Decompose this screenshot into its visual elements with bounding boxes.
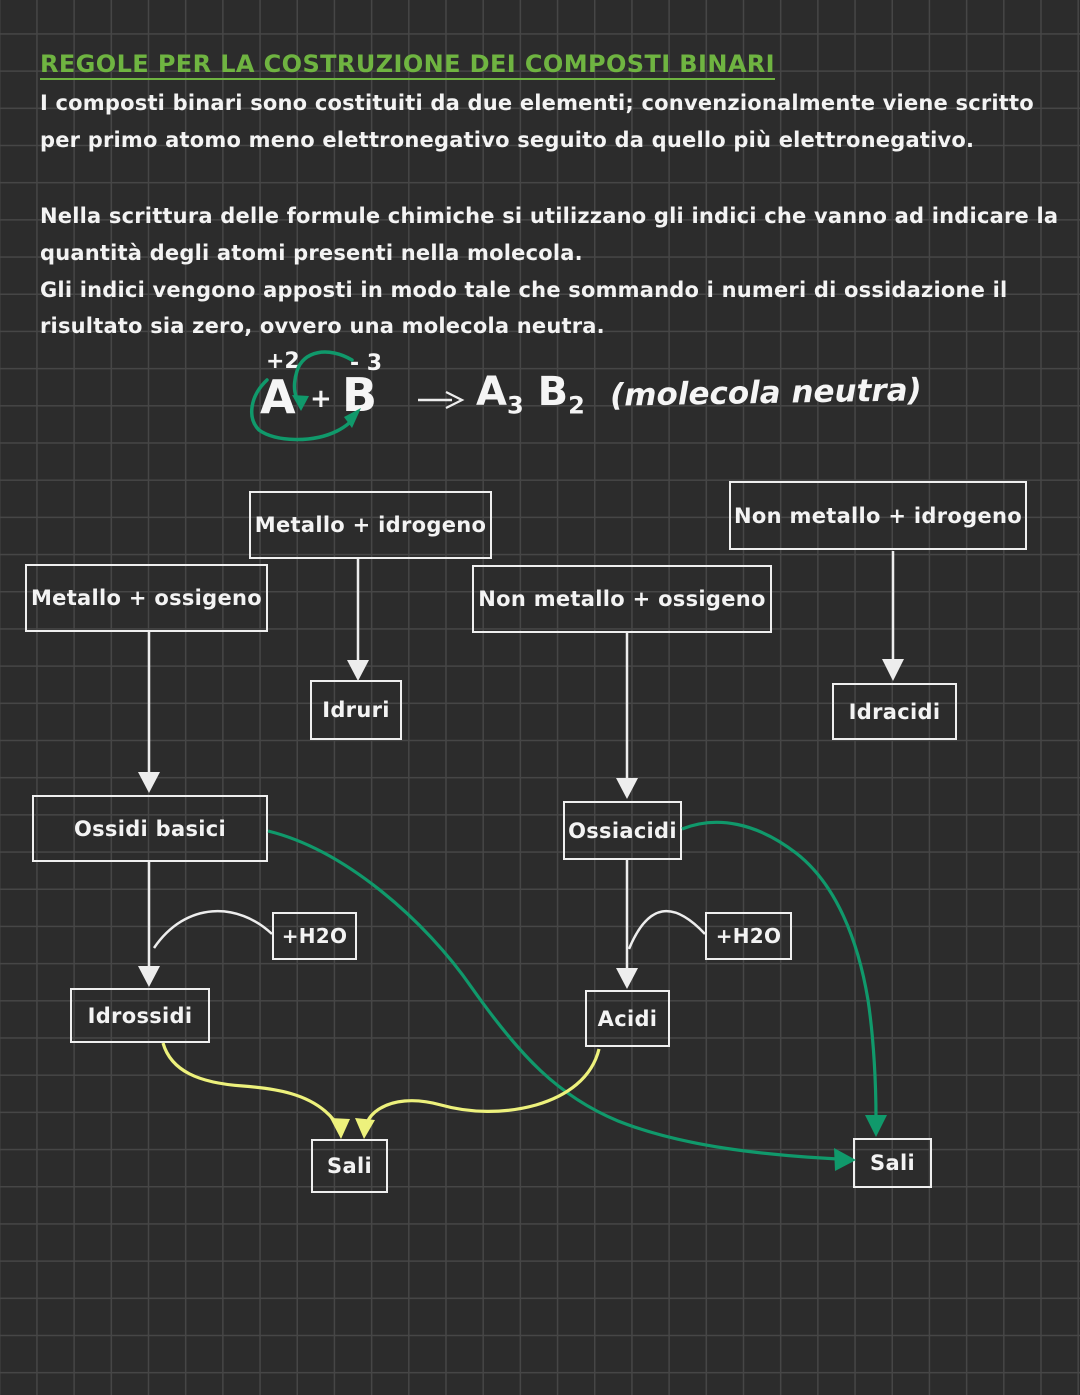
result-a-subscript: 3: [506, 391, 524, 420]
paragraph2-line4: risultato sia zero, ovvero una molecola …: [40, 314, 605, 338]
crisscross-green: [250, 350, 361, 442]
green-arrowhead-sali-right-side-icon: [834, 1148, 856, 1171]
yellow-curves: [161, 1042, 601, 1139]
green-curves: [267, 820, 887, 1171]
box-ossidi-basici: Ossidi basici: [32, 795, 268, 862]
plus-sign: +: [310, 384, 332, 414]
arrowhead-idrossidi-icon: [138, 966, 160, 987]
paragraph1-line2: per primo atomo meno elettronegativo seg…: [40, 128, 975, 152]
curve-ossidi-basici-to-sali-right: [267, 829, 839, 1161]
box-non-metallo-ossigeno: Non metallo + ossigeno: [472, 565, 772, 633]
paragraph1-line1: I composti binari sono costituiti da due…: [40, 91, 1034, 115]
box-sali-right: Sali: [853, 1138, 932, 1188]
connector-h2o-left: [152, 909, 273, 949]
result-b: B: [537, 369, 569, 415]
box-non-metallo-idrogeno: Non metallo + idrogeno: [729, 481, 1027, 550]
paragraph2-line3: Gli indici vengono apposti in modo tale …: [40, 278, 1008, 302]
result-a: A: [476, 369, 507, 415]
result-formula: A3 B2: [476, 372, 585, 417]
crisscross-arrowhead-b-icon: [344, 408, 361, 428]
paragraph2-line1: Nella scrittura delle formule chimiche s…: [40, 204, 1059, 228]
paragraph2-line2: quantità degli atomi presenti nella mole…: [40, 241, 583, 265]
oxidation-number-b: - 3: [350, 351, 383, 376]
curve-ossiacidi-to-sali-right: [681, 820, 878, 1119]
result-b-subscript: 2: [568, 391, 585, 420]
crisscross-a-to-b: [250, 378, 357, 442]
connector-h2o-right: [627, 909, 706, 950]
arrowhead-idracidi-icon: [882, 659, 904, 681]
yellow-arrowhead-left-icon: [330, 1118, 350, 1139]
handwritten-arrow-tip-icon: [445, 391, 465, 409]
arrowhead-ossidi-basici-icon: [138, 772, 160, 793]
box-ossiacidi: Ossiacidi: [563, 801, 682, 860]
crisscross-arrowhead-a-icon: [292, 395, 309, 411]
arrowhead-ossiacidi-icon: [616, 778, 638, 799]
box-acidi: Acidi: [585, 990, 670, 1047]
yellow-arrowhead-right-icon: [355, 1118, 375, 1139]
green-arrowhead-sali-right-top-icon: [865, 1115, 887, 1137]
curve-idrossidi-to-sali-left: [161, 1042, 341, 1130]
page-title: REGOLE PER LA COSTRUZIONE DEI COMPOSTI B…: [40, 50, 775, 78]
box-metallo-idrogeno: Metallo + idrogeno: [249, 491, 492, 559]
box-idracidi: Idracidi: [832, 683, 957, 740]
box-sali-left: Sali: [311, 1139, 388, 1193]
white-arrows: [138, 391, 904, 989]
arrowhead-idruri-icon: [347, 660, 369, 681]
box-idruri: Idruri: [310, 680, 402, 740]
box-idrossidi: Idrossidi: [70, 988, 210, 1043]
curve-acidi-to-sali-left: [363, 1048, 601, 1130]
box-h2o-left: +H2O: [272, 912, 357, 960]
arrowhead-acidi-icon: [616, 968, 638, 989]
oxidation-number-a: +2: [266, 349, 300, 374]
box-metallo-ossigeno: Metallo + ossigeno: [25, 564, 268, 632]
box-h2o-right: +H2O: [705, 912, 792, 960]
